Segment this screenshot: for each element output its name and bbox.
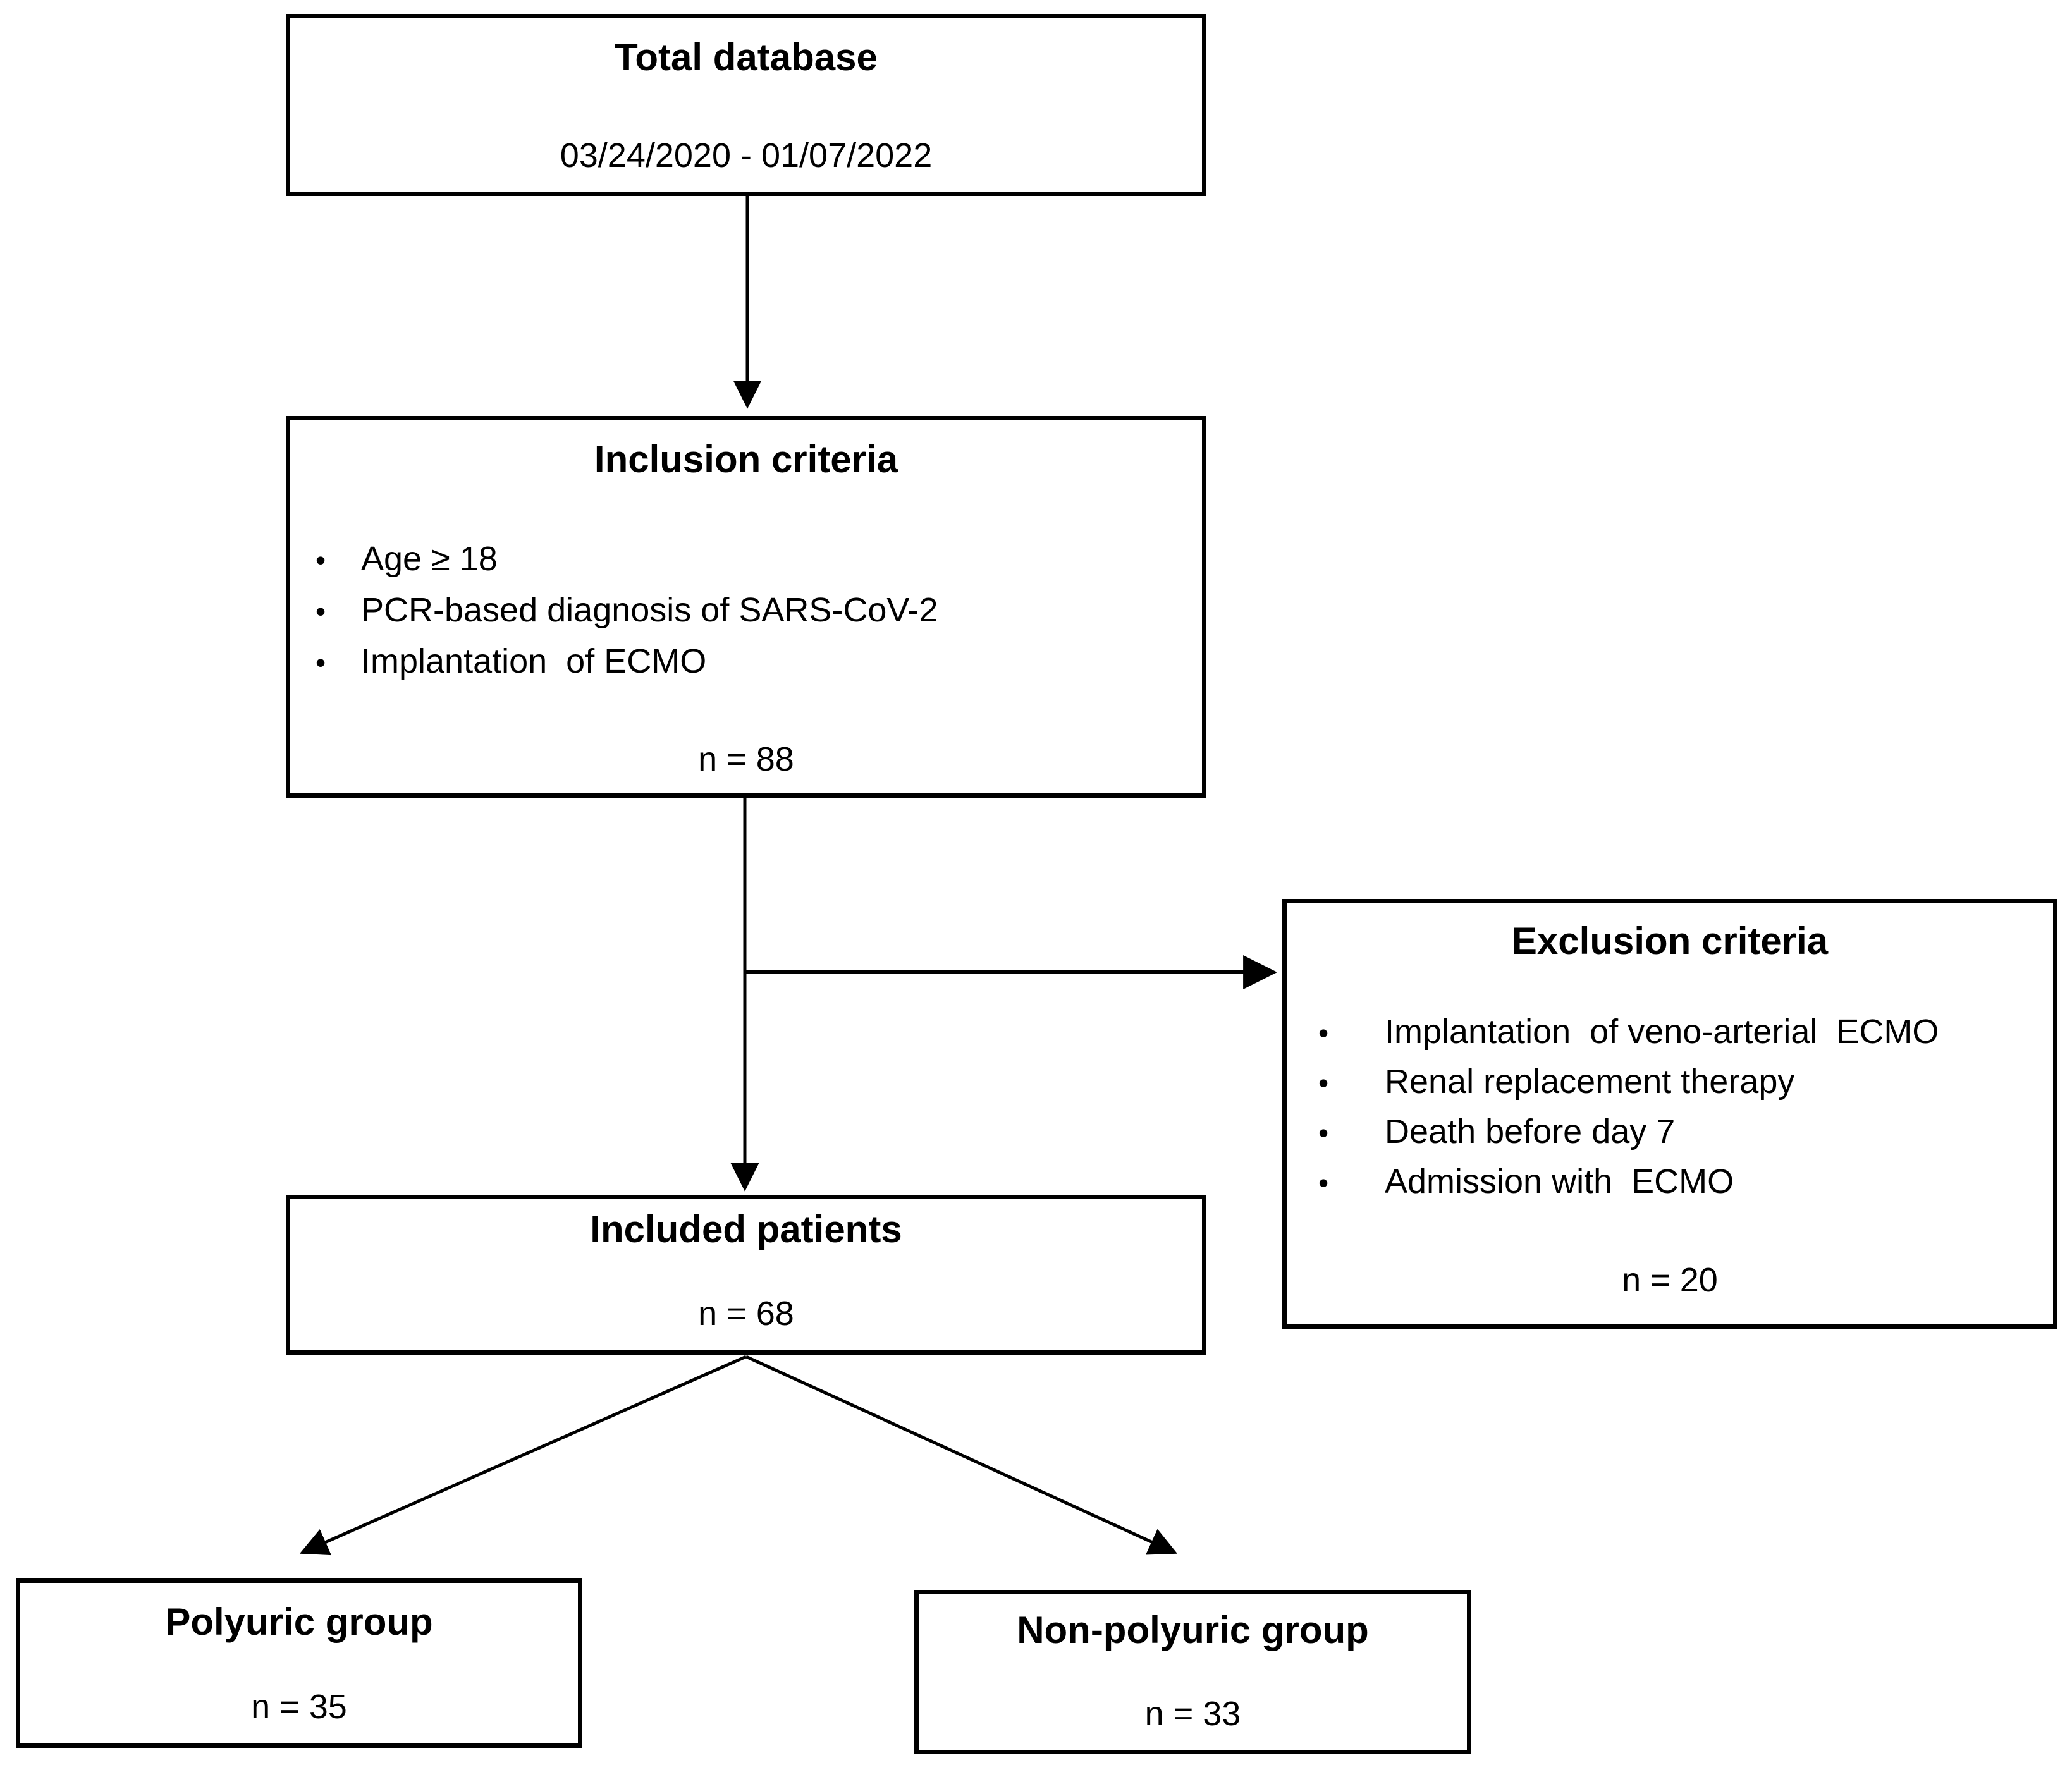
- non-polyuric-group-title: Non-polyuric group: [1017, 1609, 1369, 1651]
- list-item: • Admission with ECMO: [1318, 1157, 2045, 1207]
- list-item: • Renal replacement therapy: [1318, 1058, 2045, 1108]
- total-database-date-range: 03/24/2020 - 01/07/2022: [560, 137, 933, 174]
- bullet-icon: •: [316, 595, 326, 628]
- exclusion-criteria-box: Exclusion criteria • Implantation of ven…: [1282, 899, 2057, 1329]
- exclusion-criterion-rrt: Renal replacement therapy: [1385, 1063, 1795, 1101]
- list-item: • PCR-based diagnosis of SARS-CoV-2: [316, 585, 1191, 637]
- exclusion-criterion-va-ecmo: Implantation of veno-arterial ECMO: [1385, 1013, 1939, 1051]
- non-polyuric-group-box: Non-polyuric group n = 33: [914, 1590, 1471, 1754]
- list-item: • Death before day 7: [1318, 1108, 2045, 1157]
- inclusion-criterion-pcr: PCR-based diagnosis of SARS-CoV-2: [361, 591, 938, 629]
- non-polyuric-group-count: n = 33: [1144, 1695, 1241, 1733]
- exclusion-criterion-admission: Admission with ECMO: [1385, 1163, 1734, 1200]
- bullet-icon: •: [1318, 1066, 1329, 1099]
- inclusion-criterion-ecmo: Implantation of ECMO: [361, 642, 707, 680]
- list-item: • Age ≥ 18: [316, 534, 1191, 585]
- bullet-icon: •: [1318, 1017, 1329, 1049]
- exclusion-criteria-list: • Implantation of veno-arterial ECMO • R…: [1318, 1008, 2045, 1207]
- inclusion-criteria-title: Inclusion criteria: [594, 438, 898, 480]
- included-patients-count: n = 68: [698, 1295, 794, 1333]
- polyuric-group-title: Polyuric group: [165, 1601, 433, 1643]
- bullet-icon: •: [316, 646, 326, 679]
- total-database-box: Total database 03/24/2020 - 01/07/2022: [286, 14, 1206, 196]
- exclusion-criterion-death: Death before day 7: [1385, 1113, 1676, 1151]
- total-database-title: Total database: [615, 36, 878, 78]
- included-patients-box: Included patients n = 68: [286, 1195, 1206, 1355]
- exclusion-criteria-title: Exclusion criteria: [1511, 920, 1829, 962]
- polyuric-group-count: n = 35: [251, 1688, 347, 1726]
- polyuric-group-box: Polyuric group n = 35: [16, 1578, 582, 1748]
- inclusion-criteria-list: • Age ≥ 18 • PCR-based diagnosis of SARS…: [316, 534, 1191, 688]
- list-item: • Implantation of veno-arterial ECMO: [1318, 1008, 2045, 1058]
- exclusion-criteria-count: n = 20: [1622, 1261, 1718, 1299]
- inclusion-criteria-box: Inclusion criteria • Age ≥ 18 • PCR-base…: [286, 416, 1206, 798]
- bullet-icon: •: [316, 544, 326, 577]
- inclusion-criteria-count: n = 88: [698, 740, 794, 778]
- list-item: • Implantation of ECMO: [316, 637, 1191, 688]
- bullet-icon: •: [1318, 1116, 1329, 1149]
- inclusion-criterion-age: Age ≥ 18: [361, 540, 498, 578]
- arrow-included-to-nonpolyuric: [745, 1355, 1178, 1555]
- arrow-included-to-polyuric: [299, 1355, 747, 1556]
- bullet-icon: •: [1318, 1166, 1329, 1199]
- included-patients-title: Included patients: [590, 1208, 902, 1250]
